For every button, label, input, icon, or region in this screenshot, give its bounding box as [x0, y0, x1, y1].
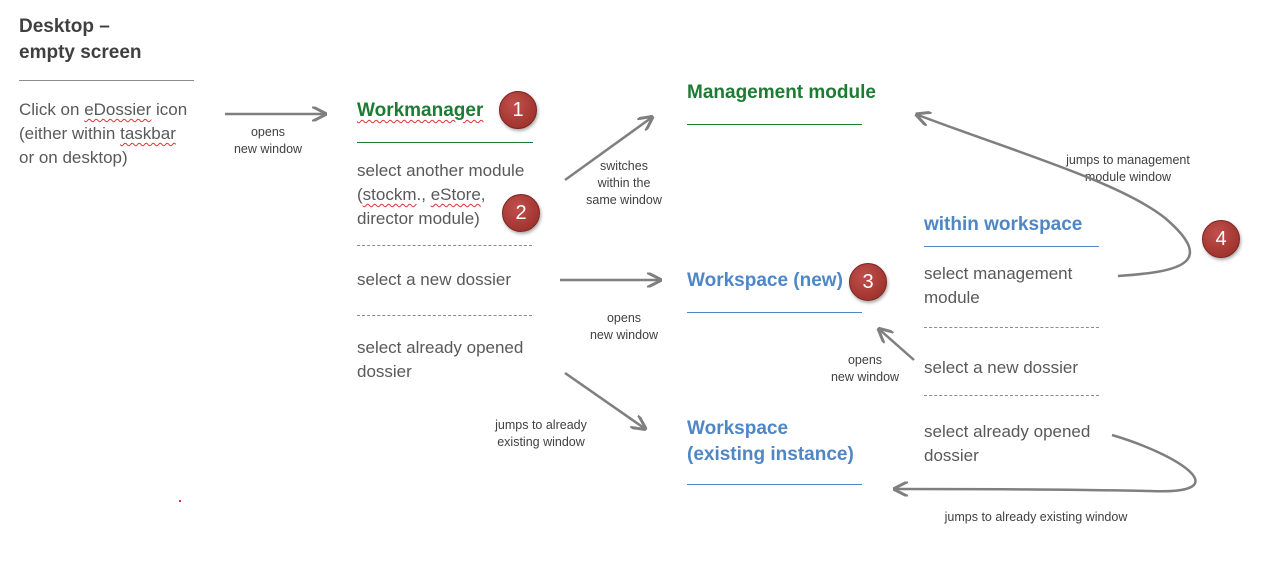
arrow-to-existing-instance — [896, 433, 1197, 491]
within-workspace-title: within workspace — [924, 214, 1083, 235]
workmanager-option-new-dossier: select a new dossier — [357, 270, 512, 289]
arrow-opened-dossier — [564, 371, 644, 428]
badge-2: 2 — [502, 194, 540, 232]
workspace-new-title: Workspace (new) — [687, 270, 843, 291]
within-option-new-dossier: select a new dossier — [924, 358, 1079, 377]
desktop-divider — [19, 80, 194, 81]
workmanager-divider — [357, 142, 533, 143]
workmanager-option-another-module: select another module (stockm., eStore, … — [357, 161, 525, 228]
workmanager-option-opened-dossier: select already opened dossier — [357, 338, 524, 381]
stray-dot — [179, 500, 181, 502]
desktop-title: Desktop – empty screen — [19, 16, 142, 63]
desktop-instructions: Click on eDossier icon (either within ta… — [19, 100, 188, 167]
arrow-module-switch — [564, 118, 651, 182]
workmanager-dash-2 — [357, 315, 532, 316]
within-option-opened-dossier: select already opened dossier — [924, 422, 1091, 465]
within-dash-1 — [924, 327, 1099, 328]
badge-3: 3 — [849, 263, 887, 301]
management-module-title: Management module — [687, 82, 876, 103]
within-workspace-divider — [924, 246, 1099, 247]
within-dash-2 — [924, 395, 1099, 396]
label-jumps-existing-window-bottom: jumps to already existing window — [944, 510, 1128, 524]
within-option-management-module: select management module — [924, 264, 1073, 307]
workspace-new-divider — [687, 312, 862, 313]
badge-1: 1 — [499, 91, 537, 129]
arrow-within-new-dossier — [880, 330, 915, 361]
workmanager-title: Workmanager — [357, 100, 484, 121]
workspace-existing-title: Workspace (existing instance) — [687, 418, 854, 465]
workmanager-dash-1 — [357, 245, 532, 246]
arrow-to-management — [918, 115, 1191, 278]
workspace-existing-divider — [687, 484, 862, 485]
badge-4: 4 — [1202, 220, 1240, 258]
management-module-divider — [687, 124, 862, 125]
